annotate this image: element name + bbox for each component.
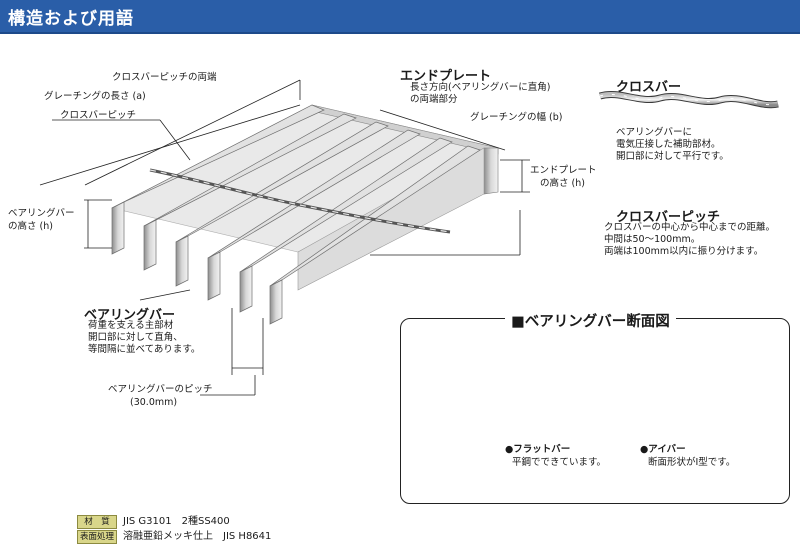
header-divider	[0, 32, 800, 34]
cross-bar-desc-3: 開口部に対して平行です。	[616, 151, 729, 162]
i-bar-title: ●アイバー	[640, 444, 686, 455]
i-bar-desc: 断面形状がI型です。	[648, 457, 736, 468]
bearing-bar-desc-2: 開口部に対して直角、	[88, 332, 183, 343]
cross-bar-pitch-desc-1: クロスバーの中心から中心までの距離。	[604, 222, 776, 233]
cross-bar-title: クロスバー	[616, 80, 682, 95]
end-plate-desc-1: 長さ方向(ベアリングバーに直角)	[410, 82, 551, 93]
spec-row-material: 材 質 JIS G3101 2種SS400	[77, 515, 230, 529]
label-bearing-bar-height-2: の高さ (h)	[8, 221, 53, 232]
label-end-plate-height-1: エンドプレート	[530, 165, 597, 176]
cross-bar-highlight	[149, 169, 451, 233]
spec-value-surface: 溶融亜鉛メッキ仕上 JIS H8641	[123, 531, 272, 542]
cross-bar-pitch-desc-3: 両端は100mm以内に振り分けます。	[604, 246, 764, 257]
bearing-bar-face	[143, 219, 157, 271]
end-plate-desc-2: の両端部分	[410, 94, 458, 105]
bearing-bars	[111, 104, 481, 325]
spec-value-material: JIS G3101 2種SS400	[123, 516, 230, 527]
section-panel	[400, 318, 790, 504]
cross-bar-desc-1: ベアリングバーに	[616, 127, 693, 138]
cross-bar-desc-2: 電気圧接した補助部材。	[616, 139, 721, 150]
section-panel-title: ■ベアリングバー断面図	[505, 310, 676, 331]
spec-tag-surface: 表面処理	[77, 530, 117, 544]
bearing-bar-desc-1: 荷重を支える主部材	[88, 320, 174, 331]
bearing-bar-title: ベアリングバー	[84, 308, 176, 323]
bearing-bar-face	[207, 251, 221, 301]
bearing-bar-face	[269, 279, 283, 325]
header-bar: 構造および用語	[0, 0, 800, 32]
bearing-bar-face	[175, 235, 189, 287]
bearing-bar-face	[111, 201, 125, 255]
label-bearing-bar-pitch-2: (30.0mm)	[130, 397, 178, 408]
end-plate	[483, 147, 499, 195]
label-cross-bar-pitch-ends: クロスバーピッチの両端	[112, 72, 217, 83]
bearing-bar-face	[239, 265, 253, 313]
spec-tag-material: 材 質	[77, 515, 117, 529]
label-grating-length: グレーチングの長さ (a)	[44, 91, 146, 102]
spec-row-surface: 表面処理溶融亜鉛メッキ仕上 JIS H8641	[77, 530, 272, 544]
flat-bar-title: ●フラットバー	[505, 444, 571, 455]
label-grating-width: グレーチングの幅 (b)	[470, 112, 563, 123]
label-bearing-bar-height-1: ベアリングバー	[8, 208, 75, 219]
bearing-bar-desc-3: 等間隔に並べてあります。	[88, 344, 201, 355]
end-plate-title: エンドプレート	[400, 69, 492, 84]
page-title: 構造および用語	[8, 9, 134, 29]
cross-bar-sample	[598, 91, 779, 109]
cross-bar-pitch-title: クロスバーピッチ	[616, 210, 721, 225]
label-cross-bar-pitch: クロスバーピッチ	[60, 110, 137, 121]
cross-bar-pitch-desc-2: 中間は50～100mm。	[604, 234, 701, 245]
flat-bar-desc: 平鋼でできています。	[512, 457, 607, 468]
label-end-plate-height-2: の高さ (h)	[540, 178, 585, 189]
label-bearing-bar-pitch-1: ベアリングバーのピッチ	[108, 384, 213, 395]
